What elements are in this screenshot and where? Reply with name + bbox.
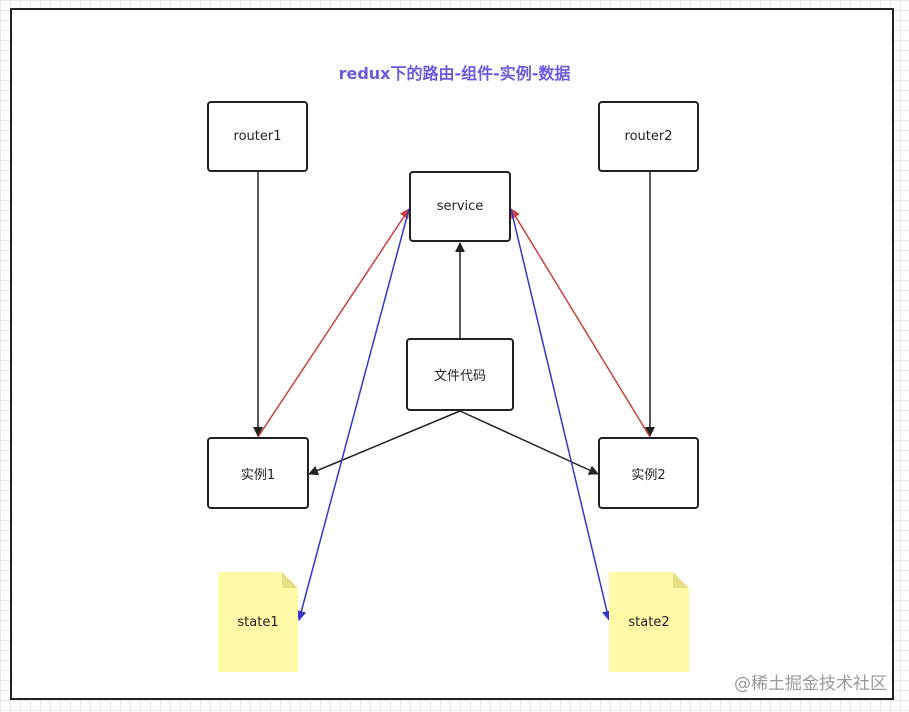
arrow-filecode-to-instance2 [459, 410, 599, 475]
note-shape-icon [609, 572, 689, 672]
state2-label: state2 [628, 614, 670, 630]
instance1-box: 实例1 [207, 437, 309, 509]
arrow-instance1-to-service [257, 208, 410, 438]
file-code-label: 文件代码 [433, 369, 486, 384]
note-shape-icon [218, 572, 298, 672]
router1-box: router1 [207, 101, 308, 172]
arrow-service-to-state2 [510, 208, 612, 621]
router1-label: router1 [233, 129, 282, 144]
arrow-service-to-state1 [296, 208, 410, 621]
arrow-filecode-to-instance1 [308, 410, 461, 476]
service-box: service [409, 171, 511, 242]
instance2-label: 实例2 [631, 467, 666, 483]
watermark: @稀土掘金技术社区 [734, 674, 887, 694]
state1-label: state1 [237, 614, 279, 630]
file-code-box: 文件代码 [406, 338, 514, 411]
state1-note: state1 [218, 572, 298, 672]
state2-note: state2 [609, 572, 689, 672]
instance1-label: 实例1 [240, 467, 276, 483]
arrow-instance2-to-service [510, 208, 651, 438]
diagram-title: redux下的路由-组件-实例-数据 [338, 64, 571, 83]
router2-label: router2 [624, 129, 673, 144]
router2-box: router2 [598, 101, 699, 172]
instance2-box: 实例2 [598, 437, 699, 509]
service-label: service [436, 199, 484, 214]
